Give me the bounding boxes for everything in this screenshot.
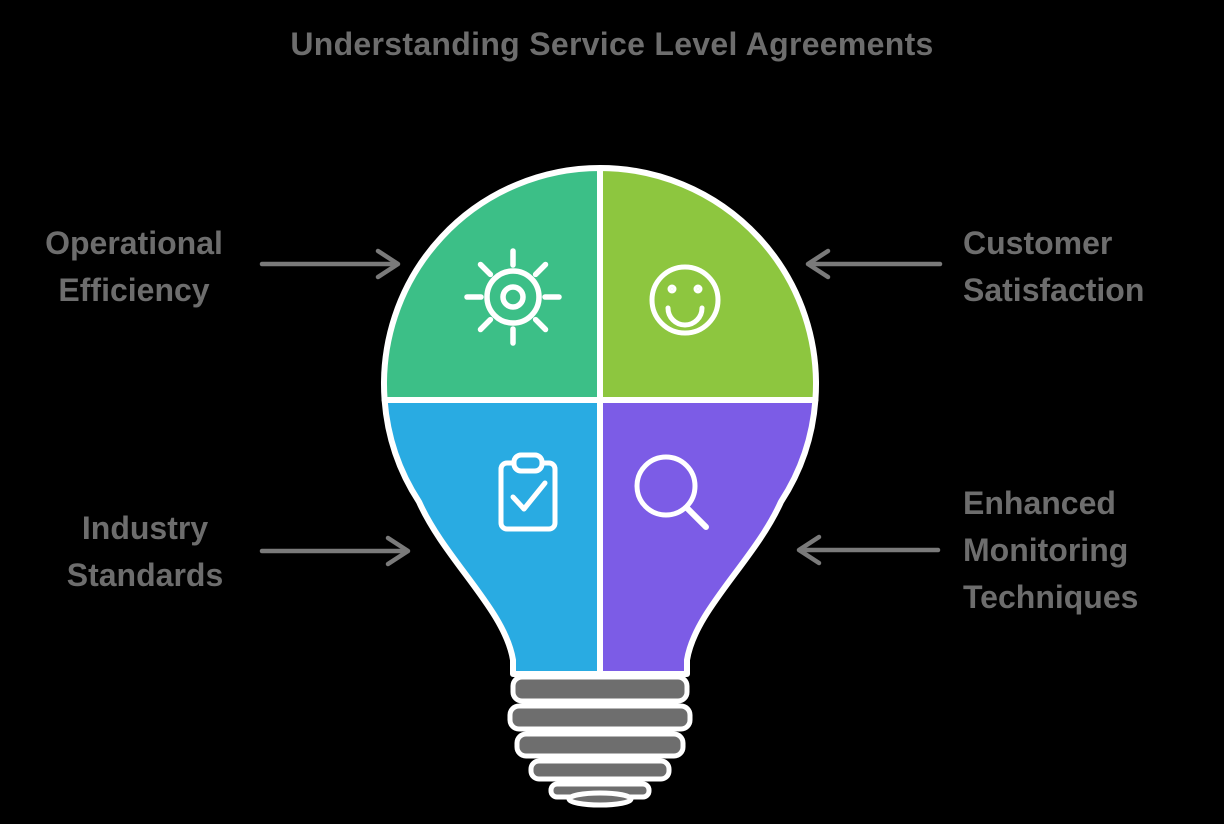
- quadrant-customer-satisfaction: [597, 165, 819, 403]
- arrow-top-left: [259, 248, 401, 280]
- bulb-screw-base: [507, 674, 693, 808]
- callout-customer-satisfaction: Customer Satisfaction: [963, 225, 1145, 308]
- screw-tip: [566, 790, 634, 808]
- smiley-face-icon: [649, 264, 721, 336]
- callout-enhanced-monitoring: Enhanced Monitoring Techniques: [963, 485, 1139, 615]
- quadrant-industry-standards: [381, 397, 603, 677]
- callout-operational-efficiency: Operational Efficiency: [45, 225, 223, 308]
- quadrant-enhanced-monitoring: [597, 397, 819, 677]
- callout-industry-standards: Industry Standards: [66, 510, 224, 593]
- arrow-head: [796, 534, 822, 566]
- screw-thread: [507, 703, 693, 732]
- arrow-bottom-right: [796, 534, 941, 566]
- bulb-glass: [381, 165, 819, 677]
- diagram-title: Understanding Service Level Agreements: [290, 26, 934, 62]
- screw-thread: [510, 674, 690, 704]
- screw-thread: [528, 758, 672, 782]
- screw-thread: [514, 731, 686, 759]
- arrow-head: [375, 248, 401, 280]
- arrow-head: [385, 535, 411, 567]
- clipboard-check-icon: [498, 452, 558, 532]
- magnifier-icon: [634, 454, 709, 530]
- arrow-head: [805, 248, 831, 280]
- arrow-top-right: [805, 248, 943, 280]
- gear-icon: [464, 248, 562, 346]
- arrow-bottom-left: [259, 535, 411, 567]
